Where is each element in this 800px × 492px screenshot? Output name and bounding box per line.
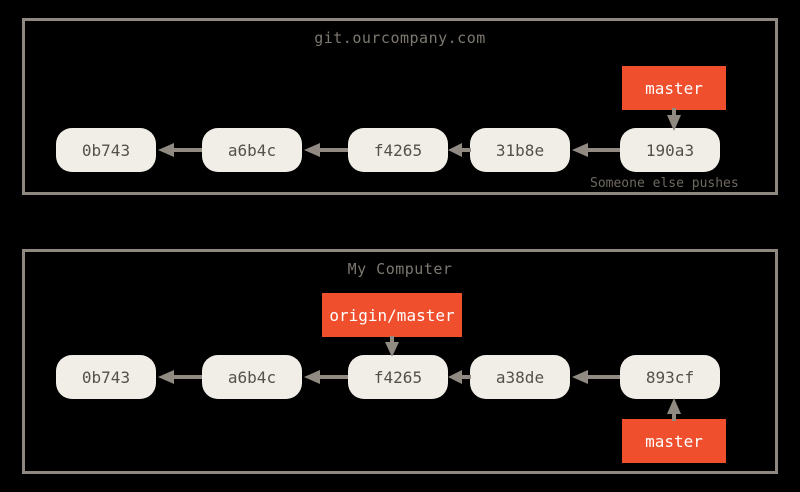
commit-node[interactable]: 31b8e — [470, 128, 570, 172]
parent-link-arrow — [448, 367, 472, 387]
parent-link-arrow — [448, 140, 472, 160]
parent-link-arrow — [570, 140, 622, 160]
commit-node[interactable]: 893cf — [620, 355, 720, 399]
parent-link-arrow — [302, 367, 350, 387]
commit-node[interactable]: a6b4c — [202, 355, 302, 399]
caption-someone-else-pushes: Someone else pushes — [590, 176, 739, 191]
parent-link-arrow — [570, 367, 622, 387]
commit-node[interactable]: a38de — [470, 355, 570, 399]
commit-node[interactable]: f4265 — [348, 355, 448, 399]
ref-label-origin-master[interactable]: origin/master — [322, 293, 462, 337]
commit-node[interactable]: 0b743 — [56, 355, 156, 399]
commit-node[interactable]: 0b743 — [56, 128, 156, 172]
ref-label-master[interactable]: master — [622, 66, 726, 110]
panel-server-title: git.ourcompany.com — [314, 29, 486, 47]
ref-pointer-arrow-down — [381, 336, 403, 358]
parent-link-arrow — [156, 367, 204, 387]
ref-label-master[interactable]: master — [622, 419, 726, 463]
commit-node[interactable]: a6b4c — [202, 128, 302, 172]
commit-node[interactable]: f4265 — [348, 128, 448, 172]
ref-pointer-arrow-down — [663, 108, 685, 132]
commit-node[interactable]: 190a3 — [620, 128, 720, 172]
panel-local-title: My Computer — [347, 260, 453, 278]
parent-link-arrow — [302, 140, 350, 160]
parent-link-arrow — [156, 140, 204, 160]
ref-pointer-arrow-up — [663, 397, 685, 421]
